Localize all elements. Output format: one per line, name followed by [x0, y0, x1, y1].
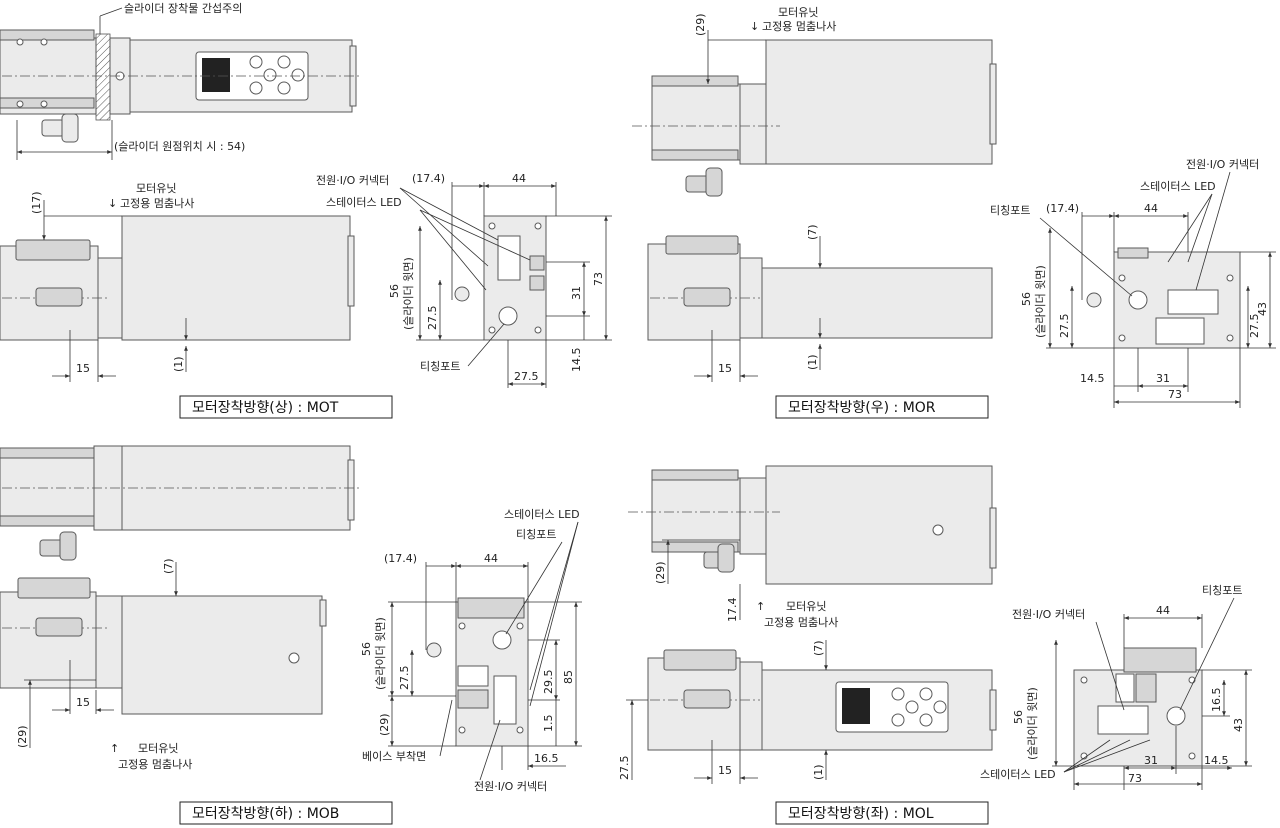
- label-power-io-mot: 전원·I/O 커넥터: [316, 174, 389, 187]
- label-slider-top-mot: (슬라이더 윗면): [402, 257, 415, 330]
- dim-d29-mor: (29): [694, 13, 707, 36]
- dim-d27-5b-mor: 27.5: [1248, 314, 1261, 339]
- dim-d56-mor: 56: [1020, 292, 1033, 306]
- dim-d15-mol: 15: [718, 764, 732, 777]
- label-status-led-mor: 스테이터스 LED: [1140, 180, 1216, 193]
- label-slider-top-mol: (슬라이더 윗면): [1026, 687, 1039, 760]
- label-motor-unit-mot: 모터유닛: [136, 182, 176, 195]
- view-mor-end: (17.4) 44 56 (슬라이더 윗면) 27.5 43 27.5 31 1…: [990, 158, 1276, 408]
- dim-d31-mor: 31: [1156, 372, 1170, 385]
- view-mot-top: [0, 29, 360, 143]
- label-fix-screw-mob: 고정용 멈춤나사: [118, 758, 192, 771]
- label-motor-unit-mor: 모터유닛: [778, 6, 818, 19]
- dim-d7-mor: (7): [806, 224, 819, 240]
- view-mob-end: (17.4) 44 56 (슬라이더 윗면) 27.5 (29) 85 29.5…: [360, 508, 582, 793]
- dim-d27-5-mol: 27.5: [618, 756, 631, 781]
- label-status-led-mot: 스테이터스 LED: [326, 196, 402, 209]
- dim-d27-5-mob: 27.5: [398, 666, 411, 691]
- dim-d44-mob: 44: [484, 552, 498, 565]
- dim-d15-mot: 15: [76, 362, 90, 375]
- dim-d73-mot: 73: [592, 272, 605, 286]
- dim-d56-mol: 56: [1012, 710, 1025, 724]
- label-status-led-mol: 스테이터스 LED: [980, 768, 1056, 781]
- view-mor-side: (7) (1) 15: [647, 224, 993, 382]
- dims-mot-top: 슬라이더 장착물 간섭주의 (슬라이더 원점위치 시 : 54): [16, 2, 245, 160]
- label-slider-top-mor: (슬라이더 윗면): [1034, 265, 1047, 338]
- dim-d29-5-mob: 29.5: [542, 670, 555, 695]
- dim-d27-5b-mot: 27.5: [514, 370, 539, 383]
- label-teaching-port-mor: 티칭포트: [990, 204, 1030, 217]
- dim-d14-5-mor: 14.5: [1080, 372, 1105, 385]
- label-slider-top-mob: (슬라이더 윗면): [374, 617, 387, 690]
- dim-d43-mor: 43: [1256, 302, 1269, 316]
- label-motor-unit-mob: 모터유닛: [138, 742, 178, 755]
- label-fix-screw-mol: 고정용 멈춤나사: [764, 616, 838, 629]
- arrow-up-mob: ↑: [110, 742, 119, 755]
- dim-d1-mot: (1): [172, 356, 185, 372]
- label-teaching-port-mot: 티칭포트: [420, 360, 460, 373]
- dim-d17-4p-mot: (17.4): [412, 172, 445, 185]
- label-slider-origin: (슬라이더 원점위치 시 : 54): [114, 140, 245, 153]
- dim-d73-mor: 73: [1168, 388, 1182, 401]
- view-mol-top: (29) 17.4 ↑ 모터유닛 고정용 멈춤나사: [628, 465, 997, 629]
- view-mol-end: 44 56 (슬라이더 윗면) 43 16.5 31 14.5 73 전원·I/…: [980, 584, 1252, 790]
- dim-d7-mol: (7): [812, 640, 825, 656]
- label-status-led-mob: 스테이터스 LED: [504, 508, 580, 521]
- view-mor-top: (29) 모터유닛 ↓ 고정용 멈춤나사: [632, 6, 997, 197]
- label-base-mount: 베이스 부착면: [362, 750, 426, 763]
- dim-d1-5-mob: 1.5: [542, 715, 555, 733]
- caption-mor: 모터장착방향(우) : MOR: [788, 400, 936, 416]
- dim-d29-mol: (29): [654, 561, 667, 584]
- dim-d29-mob-end: (29): [378, 713, 391, 736]
- dim-d73-mol: 73: [1128, 772, 1142, 785]
- dim-d44-mot: 44: [512, 172, 526, 185]
- label-teaching-port-mol: 티칭포트: [1202, 584, 1242, 597]
- label-fix-screw-mor: 고정용 멈춤나사: [762, 20, 836, 33]
- view-mot-side: (17) 모터유닛 ↓ 고정용 멈춤나사 (1) 15: [0, 182, 355, 382]
- dim-d17-4-mol: 17.4: [726, 598, 739, 623]
- label-power-io-mor: 전원·I/O 커넥터: [1186, 158, 1259, 171]
- dim-d56-mot: 56: [388, 284, 401, 298]
- caption-mob: 모터장착방향(하) : MOB: [192, 806, 339, 822]
- label-teaching-port-mob: 티칭포트: [516, 528, 556, 541]
- caption-mol: 모터장착방향(좌) : MOL: [788, 806, 934, 822]
- label-power-io-mol: 전원·I/O 커넥터: [1012, 608, 1085, 621]
- label-power-io-mob: 전원·I/O 커넥터: [474, 780, 547, 793]
- dim-d7-mob: (7): [162, 558, 175, 574]
- label-fix-screw-mot: 고정용 멈춤나사: [120, 197, 194, 210]
- label-slider-interference: 슬라이더 장착물 간섭주의: [124, 2, 242, 15]
- label-motor-unit-mol: 모터유닛: [786, 600, 826, 613]
- dim-d14-5-mol: 14.5: [1204, 754, 1229, 767]
- dim-d56-mob: 56: [360, 642, 373, 656]
- dim-d27-5-mor: 27.5: [1058, 314, 1071, 339]
- arrow-down-mor: ↓: [750, 20, 759, 33]
- dim-d31-mol: 31: [1144, 754, 1158, 767]
- dim-d17-4p-mor: (17.4): [1046, 202, 1079, 215]
- dim-d29-mob: (29): [16, 725, 29, 748]
- dim-d27-5-mot: 27.5: [426, 306, 439, 331]
- dim-d44-mor: 44: [1144, 202, 1158, 215]
- dim-d31-mot: 31: [570, 286, 583, 300]
- view-mob-side: (7) (29) 15 ↑ 모터유닛 고정용 멈춤나사: [0, 558, 327, 771]
- dim-d16-5-mob: 16.5: [534, 752, 559, 765]
- dim-d85-mob: 85: [562, 670, 575, 684]
- caption-mot: 모터장착방향(상) : MOT: [192, 400, 339, 416]
- dim-d14-5-mot: 14.5: [570, 348, 583, 373]
- view-mob-top: [0, 445, 360, 561]
- view-mol-side: (7) (1) 27.5 15: [618, 640, 997, 784]
- dim-d43-mol: 43: [1232, 718, 1245, 732]
- dim-d1-mor: (1): [806, 354, 819, 370]
- dim-d1-mol: (1): [812, 764, 825, 780]
- dim-d17: (17): [30, 191, 43, 214]
- dim-d15-mor: 15: [718, 362, 732, 375]
- dim-d15-mob: 15: [76, 696, 90, 709]
- dim-d44-mol: 44: [1156, 604, 1170, 617]
- arrow-up-mol: ↑: [756, 600, 765, 613]
- arrow-down-mot: ↓: [108, 197, 117, 210]
- view-mot-end: (17.4) 44 56 (슬라이더 윗면) 27.5 73 31 14.5 2…: [316, 172, 612, 388]
- dim-d17-4p-mob: (17.4): [384, 552, 417, 565]
- dim-d16-5-mol: 16.5: [1210, 688, 1223, 713]
